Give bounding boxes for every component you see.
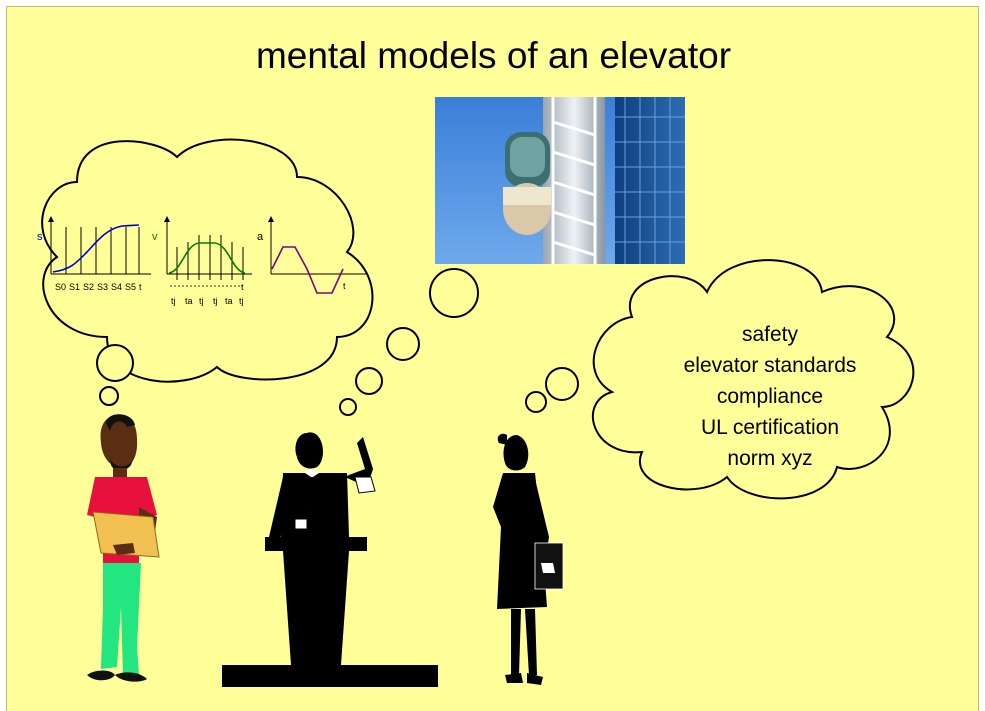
thought-line-safety: safety xyxy=(741,323,799,346)
tick-tj-4: tj xyxy=(239,296,244,306)
tick-ta-2: ta xyxy=(225,296,233,306)
man-holding-folder-figure xyxy=(87,414,160,682)
graph-v-ticks: tj ta tj tj ta tj xyxy=(171,296,244,306)
graph-s-ticks: S0 S1 S2 S3 S4 S5 t xyxy=(55,282,142,292)
left-thought-bubble-2 xyxy=(99,386,119,406)
tick-s3: S3 xyxy=(97,282,108,292)
position-curve xyxy=(52,224,140,273)
elevator-photo xyxy=(435,97,685,264)
tick-ta-1: ta xyxy=(185,296,193,306)
woman-with-briefcase-figure xyxy=(493,433,564,685)
middle-thought-bubble-4 xyxy=(339,398,357,416)
left-thought-cloud xyxy=(41,138,374,383)
middle-thought-bubble-1 xyxy=(429,268,479,318)
slide: mental models of an elevator xyxy=(6,6,979,711)
middle-thought-bubble-2 xyxy=(386,327,420,361)
graph-a-axis-label: a xyxy=(257,231,264,243)
middle-thought-bubble-3 xyxy=(355,367,383,395)
right-thought-text: safety elevator standards compliance UL … xyxy=(635,319,905,474)
acceleration-curve xyxy=(271,246,344,294)
graph-position: s S0 S1 S2 S3 S4 S5 t xyxy=(37,216,151,292)
tick-s2: S2 xyxy=(83,282,94,292)
tick-s4: S4 xyxy=(111,282,122,292)
thought-line-elevator-standards: elevator standards xyxy=(683,354,857,377)
graph-v-axis-label: v xyxy=(152,231,158,243)
tick-t: t xyxy=(139,282,142,292)
graph-a-t-label: t xyxy=(343,281,346,291)
speaker-at-podium-figure xyxy=(222,432,438,687)
right-thought-bubble-2 xyxy=(525,391,547,413)
tick-s5: S5 xyxy=(125,282,136,292)
artwork: s S0 S1 S2 S3 S4 S5 t v xyxy=(37,138,915,687)
graph-acceleration: a t xyxy=(257,216,367,294)
tick-s1: S1 xyxy=(69,282,80,292)
thought-line-norm-xyz: norm xyz xyxy=(727,447,813,470)
graph-v-t-label: t xyxy=(241,282,244,292)
thought-line-compliance: compliance xyxy=(716,385,824,408)
graph-velocity: v t tj ta tj tj ta tj xyxy=(152,216,252,306)
thought-line-ul-certification: UL certification xyxy=(700,416,840,439)
slide-title: mental models of an elevator xyxy=(255,35,732,76)
tick-tj-1: tj xyxy=(171,296,176,306)
tick-tj-2: tj xyxy=(199,296,204,306)
graph-s-axis-label: s xyxy=(37,231,43,243)
tick-tj-3: tj xyxy=(213,296,218,306)
tick-s0: S0 xyxy=(55,282,66,292)
right-thought-bubble-1 xyxy=(545,367,579,401)
right-thought-cloud xyxy=(592,259,915,500)
velocity-curve xyxy=(168,242,246,274)
left-thought-bubble-1 xyxy=(96,344,134,382)
